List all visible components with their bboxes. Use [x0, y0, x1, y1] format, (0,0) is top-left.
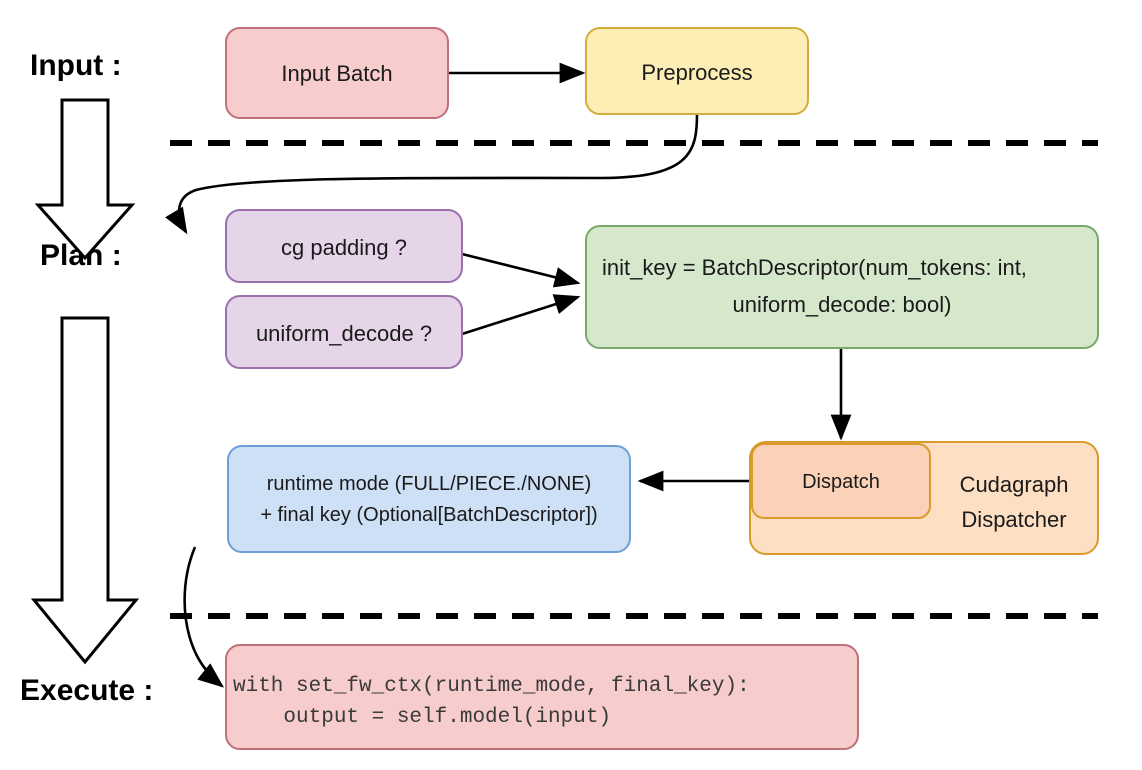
connector-cg-padding-to-init-key: [461, 252, 581, 288]
stage-label-input: Input :: [30, 49, 122, 82]
node-runtime-mode-label-line2: + final key (Optional[BatchDescriptor]): [260, 504, 597, 526]
node-cudagraph-dispatcher-label-line1: Cudagraph: [960, 472, 1069, 497]
stage-label-execute: Execute :: [20, 674, 153, 707]
node-preprocess[interactable]: [585, 27, 809, 115]
node-init-key-label-line2: uniform_decode: bool): [733, 292, 952, 317]
node-preprocess-label: Preprocess: [641, 60, 752, 85]
node-uniform-decode[interactable]: [225, 295, 463, 369]
node-init-key[interactable]: [585, 225, 1099, 349]
connector-preprocess-to-cg-padding: [165, 113, 699, 235]
node-runtime-mode[interactable]: [227, 445, 631, 553]
node-cg-padding[interactable]: [225, 209, 463, 283]
node-execute-code-line2: output = self.model(input): [233, 706, 611, 729]
connector-uniform-decode-to-init-key: [461, 294, 581, 336]
stage-arrow-plan-execute-icon: [30, 316, 140, 665]
node-init-key-label-line1: init_key = BatchDescriptor(num_tokens: i…: [602, 255, 1027, 280]
connector-runtime-mode-to-execute-code: [183, 546, 225, 688]
node-uniform-decode-label: uniform_decode ?: [256, 321, 432, 346]
node-input-batch[interactable]: [225, 27, 449, 119]
stage-arrow-input-plan-icon: [34, 98, 136, 261]
node-dispatch[interactable]: [751, 443, 931, 519]
node-runtime-mode-label-line1: runtime mode (FULL/PIECE./NONE): [267, 473, 592, 495]
node-execute-code[interactable]: [225, 644, 859, 750]
node-input-batch-label: Input Batch: [281, 61, 392, 86]
node-dispatch-label: Dispatch: [802, 471, 880, 493]
node-execute-code-line1: with set_fw_ctx(runtime_mode, final_key)…: [233, 675, 750, 698]
node-cg-padding-label: cg padding ?: [281, 235, 407, 260]
node-cudagraph-dispatcher-label-line2: Dispatcher: [961, 507, 1066, 532]
